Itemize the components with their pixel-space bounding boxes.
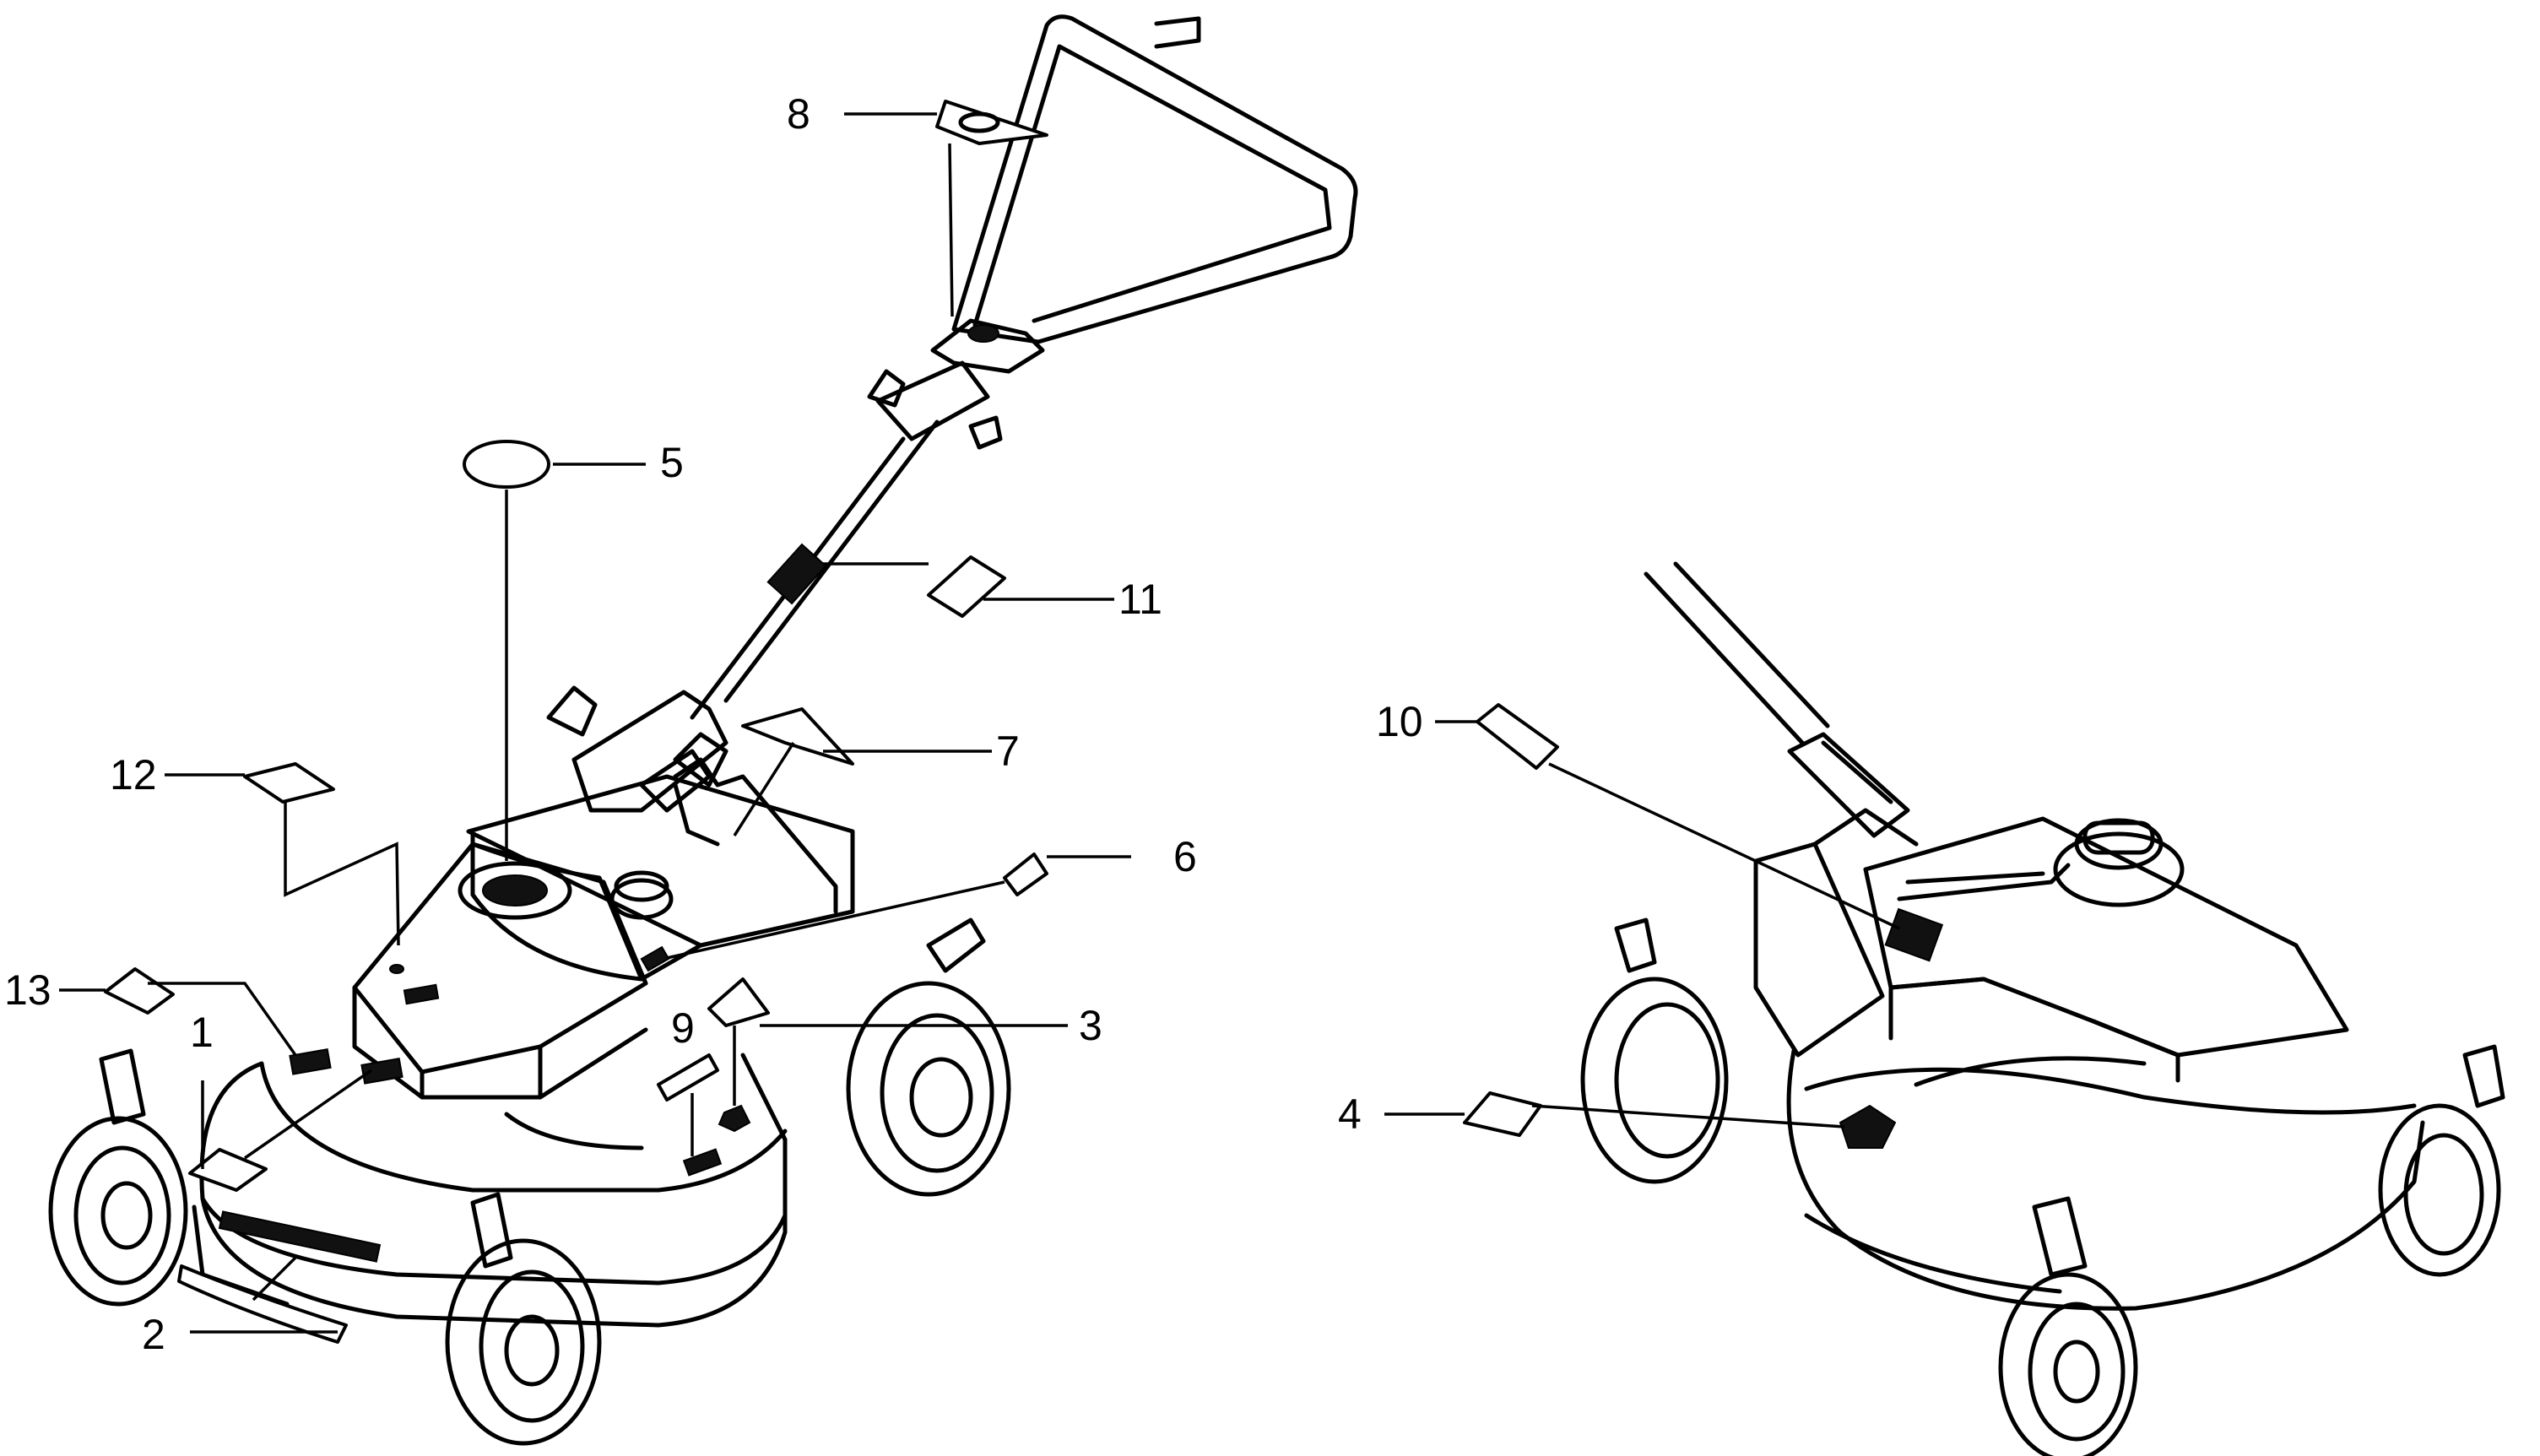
callout-13: 13 [4,966,51,1014]
right-rear-wheel [846,917,1011,1197]
decal-4 [1384,1091,1845,1137]
decal-8 [844,100,1048,317]
decal-12 [165,762,400,946]
decal-2 [177,1256,348,1344]
right-front-wheel [445,1192,602,1446]
decal-6 [666,852,1131,960]
right-mower-front-wheel [1998,1196,2138,1456]
decal-9 [657,1053,719,1156]
callout-12: 12 [110,751,157,798]
decal-11 [823,555,1114,618]
callout-5: 5 [660,439,684,486]
decal-10 [1435,703,1900,930]
decal-1 [188,1069,372,1192]
callout-11: 11 [1118,576,1162,623]
callout-6: 6 [1173,833,1197,880]
left-mower-drawing [48,14,1358,1446]
callout-10: 10 [1376,698,1423,745]
callout-7: 7 [996,728,1020,775]
callout-1: 1 [190,1009,214,1056]
decal-5 [463,440,646,861]
callout-2: 2 [142,1311,165,1358]
decal-7 [733,707,992,836]
callout-9: 9 [671,1004,695,1052]
decal-3 [707,977,1068,1106]
right-mower-drawing [1580,561,2505,1456]
right-mower-rear-wheel [1580,917,1729,1184]
decal-13 [59,967,297,1057]
left-front-wheel [48,1048,188,1307]
callout-3: 3 [1079,1002,1102,1049]
right-mower-side-wheel [2378,1044,2505,1277]
callout-4: 4 [1338,1091,1362,1138]
callout-8: 8 [787,90,810,138]
